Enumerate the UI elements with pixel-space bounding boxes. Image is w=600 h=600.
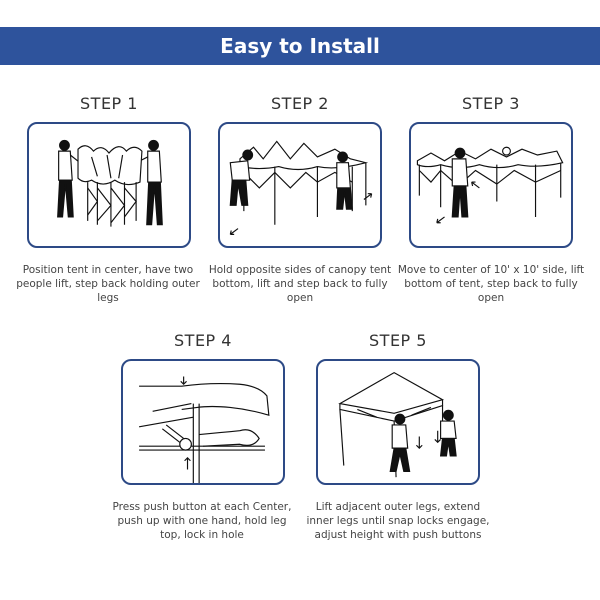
step-4-illustration <box>121 359 285 485</box>
step-2-caption: Hold opposite sides of canopy tent botto… <box>208 264 392 304</box>
push-button-illustration <box>138 376 270 483</box>
step-title: STEP 4 <box>174 331 232 350</box>
step-1-heading: STEP 1 <box>27 93 191 115</box>
step-title: STEP 5 <box>369 331 427 350</box>
step-1-caption: Position tent in center, have two people… <box>16 264 200 304</box>
tent-raised-illustration <box>338 371 457 478</box>
step-4-caption: Press push button at each Center, push u… <box>112 501 292 541</box>
step-3-illustration <box>409 122 573 248</box>
header-banner: Easy to Install <box>0 27 600 65</box>
step-1-illustration <box>27 122 191 248</box>
step-3-heading: STEP 3 <box>409 93 573 115</box>
page-title: Easy to Install <box>220 34 380 58</box>
tent-expanding-illustration <box>229 140 373 235</box>
step-2-heading: STEP 2 <box>218 93 382 115</box>
step-4-heading: STEP 4 <box>121 330 285 352</box>
tent-opening-illustration <box>416 146 564 224</box>
step-5-caption: Lift adjacent outer legs, extend inner l… <box>306 501 490 541</box>
step-3-caption: Move to center of 10' x 10' side, lift b… <box>397 264 585 304</box>
step-title: STEP 3 <box>462 94 520 113</box>
tent-folded-illustration <box>57 139 163 227</box>
step-5-heading: STEP 5 <box>316 330 480 352</box>
step-5-illustration <box>316 359 480 485</box>
step-title: STEP 1 <box>80 94 138 113</box>
step-title: STEP 2 <box>271 94 329 113</box>
step-2-illustration <box>218 122 382 248</box>
